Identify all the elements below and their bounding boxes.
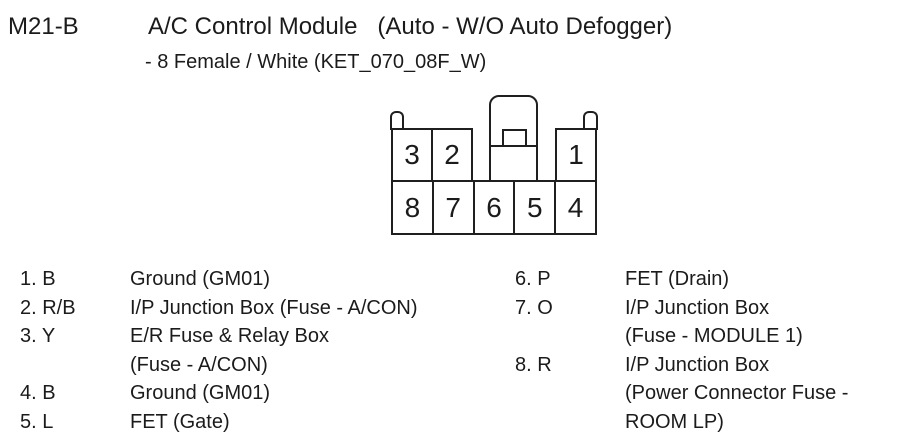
pin-number	[515, 322, 625, 351]
connector-latch	[489, 95, 538, 182]
pin-number: 3. Y	[20, 325, 56, 347]
pin-row: 1. B Ground (GM01)	[20, 265, 490, 294]
connector-top-right-row: 1	[555, 128, 597, 182]
connector-cavity: 5	[513, 182, 554, 233]
pin-number: 8. R	[515, 353, 552, 376]
connector-cavity: 7	[431, 182, 473, 233]
cavity-number: 6	[486, 191, 502, 223]
page-title: A/C Control Module (Auto - W/O Auto Defo…	[148, 13, 673, 40]
cavity-number: 5	[527, 191, 543, 223]
pin-list-left: 1. B Ground (GM01) 2. R/B I/P Junction B…	[20, 265, 490, 436]
pin-description: Ground (GM01)	[130, 268, 271, 290]
pin-row: 4. B Ground (GM01)	[20, 379, 490, 408]
connector-id: M21-B	[8, 13, 79, 40]
pin-description: ROOM LP)	[625, 410, 724, 433]
pin-row: 3. Y E/R Fuse & Relay Box	[20, 322, 490, 351]
pin-description: (Fuse - MODULE 1)	[625, 325, 803, 347]
cavity-number: 1	[568, 139, 584, 170]
cavity-number: 4	[567, 191, 584, 223]
connector-cavity: 2	[431, 130, 471, 180]
connector-subtitle: - 8 Female / White (KET_070_08F_W)	[145, 51, 487, 73]
pin-row: 8. R I/P Junction Box	[515, 351, 905, 380]
connector-top-left-row: 3 2	[391, 128, 473, 182]
pin-row: 7. O I/P Junction Box	[515, 294, 905, 323]
pin-description: (Power Connector Fuse -	[625, 382, 849, 404]
pin-number: 6. P	[515, 268, 551, 290]
pin-number: 2. R/B	[20, 296, 76, 319]
pin-row: 5. L FET (Gate)	[20, 408, 490, 437]
pin-number: 4. B	[20, 382, 56, 404]
connector-cavity: 1	[557, 130, 595, 180]
connector-cavity: 4	[554, 182, 595, 233]
pin-row: 6. P FET (Drain)	[515, 265, 905, 294]
connector-cavity: 6	[472, 182, 514, 233]
pin-number	[20, 351, 130, 380]
pin-number: 5. L	[20, 410, 54, 433]
pin-list-right: 6. P FET (Drain) 7. O I/P Junction Box (…	[515, 265, 905, 436]
pin-description: FET (Gate)	[130, 410, 230, 433]
pin-description: FET (Drain)	[625, 268, 730, 290]
cavity-number: 7	[445, 191, 461, 223]
pin-description: Ground (GM01)	[130, 382, 271, 404]
pin-number: 7. O	[515, 296, 553, 319]
connector-cavity: 3	[393, 130, 431, 180]
pin-number	[515, 379, 625, 408]
pin-row: (Fuse - MODULE 1)	[515, 322, 905, 351]
connector-tab-left	[390, 111, 404, 130]
cavity-number: 8	[404, 191, 421, 223]
pin-row: ROOM LP)	[515, 408, 905, 437]
cavity-number: 3	[404, 139, 420, 170]
pin-description: I/P Junction Box	[625, 353, 770, 376]
connector-cavity: 8	[393, 182, 432, 233]
pin-row: 2. R/B I/P Junction Box (Fuse - A/CON)	[20, 294, 490, 323]
pin-description: (Fuse - A/CON)	[130, 353, 268, 376]
pin-number: 1. B	[20, 268, 56, 290]
pin-description: I/P Junction Box (Fuse - A/CON)	[130, 296, 418, 319]
pin-description: E/R Fuse & Relay Box	[130, 325, 329, 347]
connector-latch-divider	[491, 145, 536, 147]
pin-row: (Power Connector Fuse -	[515, 379, 905, 408]
cavity-number: 2	[444, 139, 460, 170]
pin-number	[515, 408, 625, 437]
connector-latch-clip	[502, 129, 527, 145]
connector-bottom-row: 8 7 6 5 4	[391, 180, 597, 235]
pin-description: I/P Junction Box	[625, 296, 770, 319]
pin-row: (Fuse - A/CON)	[20, 351, 490, 380]
connector-tab-right	[583, 111, 598, 130]
